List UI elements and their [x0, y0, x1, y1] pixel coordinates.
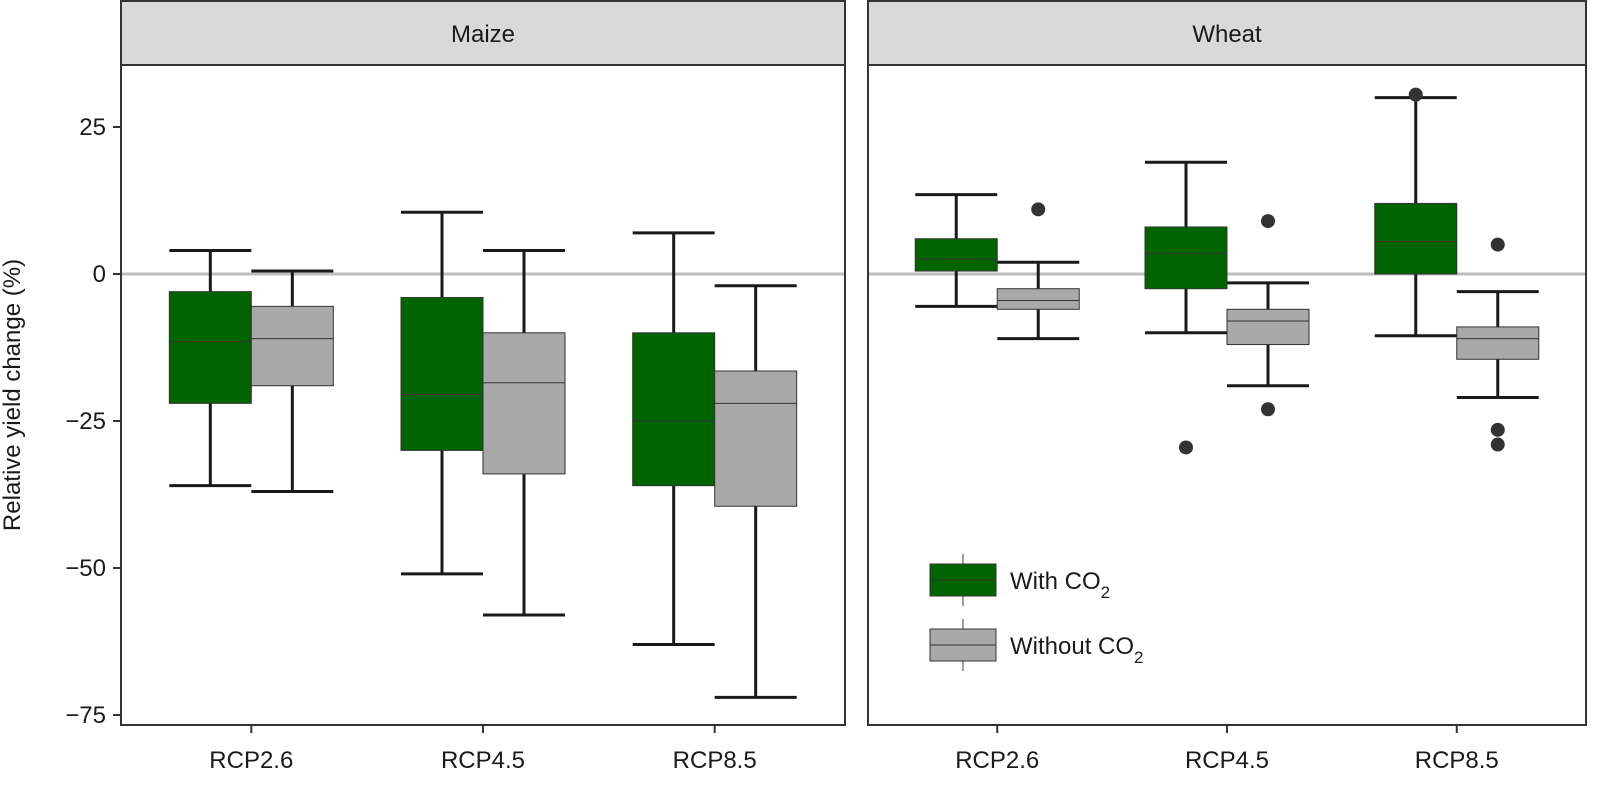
outlier-point [1408, 87, 1423, 102]
box-iqr [250, 305, 334, 387]
panel-frame [867, 64, 1587, 726]
box-iqr [1144, 226, 1228, 290]
legend-item-without-co2: Without CO2 [929, 619, 1144, 671]
box-iqr [1226, 308, 1310, 346]
legend-label: With CO2 [1010, 568, 1110, 602]
y-tick-label: −50 [65, 555, 106, 582]
box-iqr [632, 332, 716, 487]
legend-label: Without CO2 [1010, 633, 1144, 667]
outlier-point [1490, 437, 1505, 452]
box-maize-rcp26-with-co2 [168, 248, 252, 488]
panel-title: Wheat [1192, 21, 1262, 48]
box-maize-rcp45-with-co2 [400, 210, 484, 576]
box-iqr [1374, 202, 1458, 275]
box-wheat-rcp26-without-co2 [996, 202, 1080, 341]
outlier-point [1261, 214, 1275, 229]
y-axis-title: Relative yield change (%) [0, 259, 26, 531]
box-iqr [400, 297, 484, 451]
box-wheat-rcp85-with-co2 [1374, 87, 1458, 338]
outlier-point [1261, 402, 1275, 417]
panel-frame [120, 64, 846, 726]
box-maize-rcp26-without-co2 [250, 269, 334, 494]
box-maize-rcp85-without-co2 [714, 284, 798, 699]
y-tick-label: −25 [65, 408, 106, 435]
y-tick-label: −75 [65, 702, 106, 729]
y-axis: 25 0 −25 −50 −75 [65, 114, 121, 729]
box-iqr [996, 288, 1080, 310]
x-tick-label: RCP2.6 [209, 747, 293, 774]
box-iqr [1456, 326, 1540, 360]
outlier-point [1179, 440, 1193, 455]
legend-item-with-co2: With CO2 [929, 554, 1110, 606]
box-maize-rcp85-with-co2 [632, 231, 716, 646]
panel-strip [867, 0, 1587, 66]
box-wheat-rcp45-with-co2 [1144, 160, 1228, 455]
y-tick-label: 25 [79, 114, 106, 141]
panel-strip [120, 0, 846, 66]
box-iqr [482, 332, 566, 475]
x-tick-label: RCP4.5 [441, 747, 525, 774]
outlier-point [1490, 422, 1505, 437]
outlier-point [1031, 202, 1046, 217]
outlier-point [1490, 237, 1505, 252]
x-tick-label: RCP2.6 [955, 747, 1039, 774]
box-iqr [914, 238, 998, 272]
x-tick-label: RCP8.5 [1415, 747, 1499, 774]
y-tick-label: 0 [93, 261, 106, 288]
panel-background [868, 65, 1586, 725]
box-wheat-rcp85-without-co2 [1456, 237, 1540, 452]
x-tick-label: RCP8.5 [673, 747, 757, 774]
box-iqr [714, 370, 798, 507]
box-maize-rcp45-without-co2 [482, 248, 566, 617]
box-iqr [168, 291, 252, 404]
panel-title: Maize [451, 21, 515, 48]
x-tick-label: RCP4.5 [1185, 747, 1269, 774]
box-wheat-rcp45-without-co2 [1226, 214, 1310, 417]
box-wheat-rcp26-with-co2 [914, 193, 998, 308]
